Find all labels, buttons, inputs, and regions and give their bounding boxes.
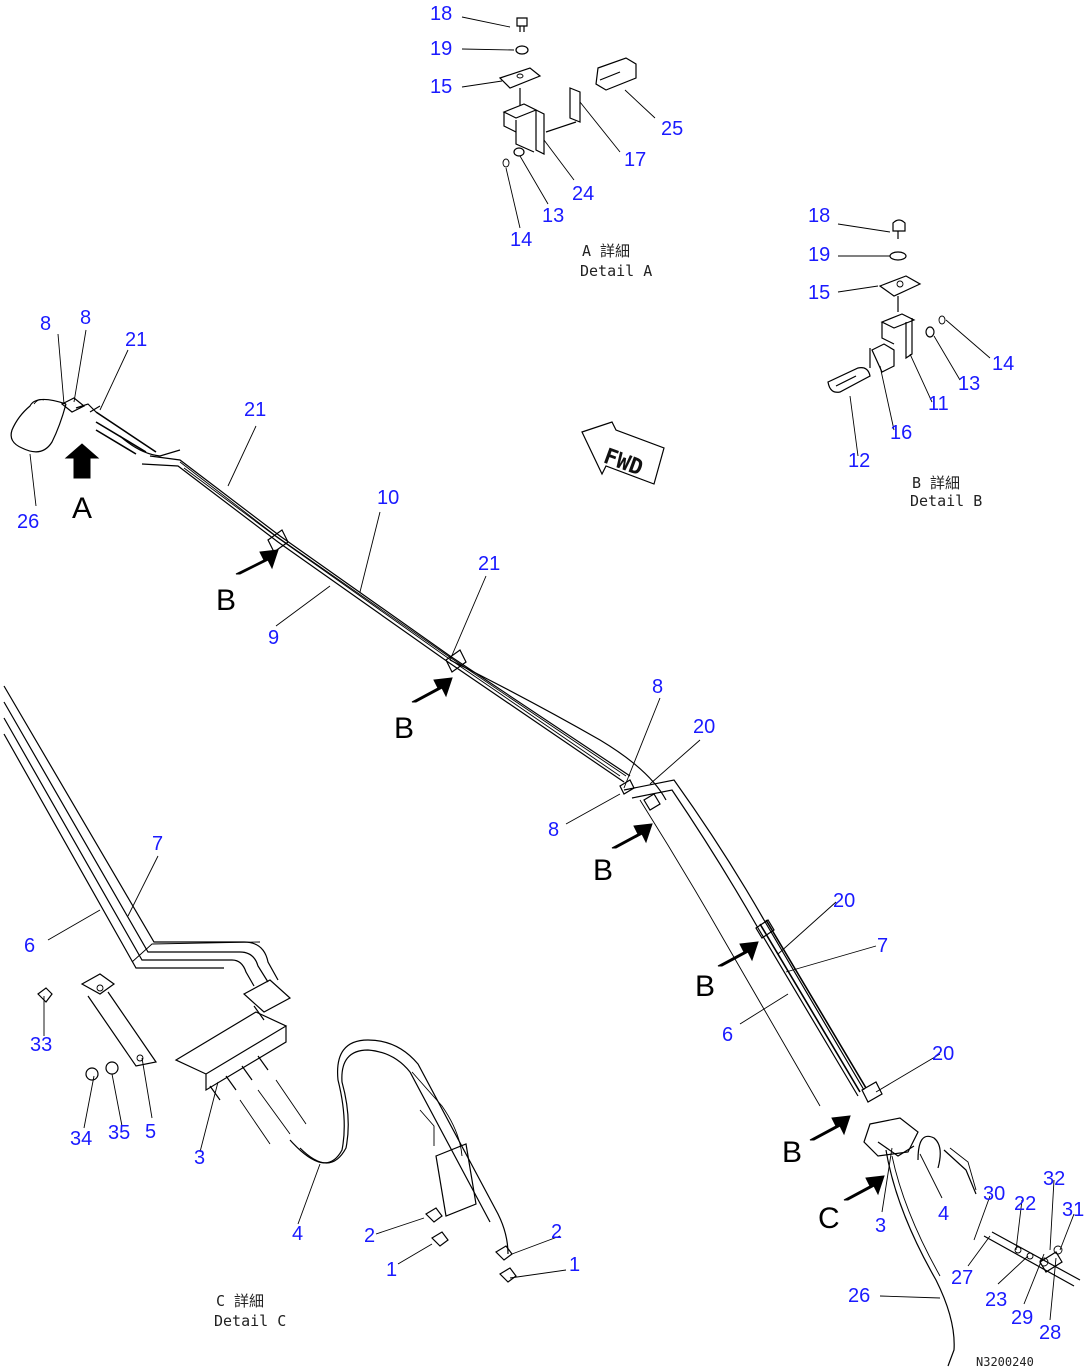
view-label-b: B [216,584,236,617]
callout-18: 18 [430,3,452,25]
callout-3: 3 [194,1147,205,1169]
callout-labels: 18 19 15 25 17 24 13 14 18 19 15 14 13 1… [17,3,1084,1344]
harness-start [10,329,181,507]
detail-c-assembly [3,685,567,1283]
detail-c-caption-en: Detail C [214,1312,286,1330]
callout-19: 19 [430,38,452,60]
detail-b-assembly [827,219,991,457]
view-label-a: A [72,492,92,525]
callout-10: 10 [377,487,399,509]
callout-13: 13 [958,373,980,395]
detail-c-caption-jp: C 詳細 [216,1292,264,1310]
view-label-c: C [818,1202,840,1235]
callout-34: 34 [70,1128,92,1150]
callout-26: 26 [17,511,39,533]
callout-21: 21 [125,329,147,351]
callout-6: 6 [24,935,35,957]
view-label-b: B [593,854,613,887]
callout-12: 12 [848,450,870,472]
fwd-label: FWD [600,444,646,481]
callout-1: 1 [569,1254,580,1276]
callout-35: 35 [108,1122,130,1144]
detail-a-caption-jp: A 詳細 [582,242,630,260]
view-arrow-c [843,1175,885,1201]
callout-22: 22 [1014,1193,1036,1215]
callout-18: 18 [808,205,830,227]
callout-28: 28 [1039,1322,1061,1344]
detail-a-assembly [461,16,656,229]
callout-15: 15 [808,282,830,304]
captions: A 詳細 Detail A B 詳細 Detail B C 詳細 Detail … [214,242,1034,1369]
callout-6: 6 [722,1024,733,1046]
view-label-b: B [695,970,715,1003]
callout-8: 8 [40,313,51,335]
callout-23: 23 [985,1289,1007,1311]
callout-8: 8 [80,307,91,329]
view-arrows [235,549,885,1201]
callout-4: 4 [938,1203,949,1225]
callout-11: 11 [928,393,949,415]
callout-4: 4 [292,1223,303,1245]
callout-14: 14 [992,353,1014,375]
detail-b-caption-jp: B 詳細 [912,474,960,492]
callout-26: 26 [848,1285,870,1307]
view-arrow-b3 [611,823,653,849]
detail-b-caption-en: Detail B [910,492,982,510]
callout-14: 14 [510,229,532,251]
view-arrow-b1 [235,549,279,575]
view-arrow-b5 [809,1115,851,1141]
callout-8: 8 [652,676,663,698]
callout-8: 8 [548,819,559,841]
forward-arrow [581,421,665,485]
view-label-b: B [782,1136,802,1169]
callout-2: 2 [364,1225,375,1247]
callout-30: 30 [983,1183,1005,1205]
callout-16: 16 [890,422,912,444]
harness-main-run [141,425,1081,1367]
view-label-b: B [394,712,414,745]
callout-29: 29 [1011,1307,1033,1329]
callout-24: 24 [572,183,594,205]
callout-5: 5 [145,1121,156,1143]
callout-31: 31 [1062,1199,1084,1221]
callout-21: 21 [478,553,500,575]
callout-9: 9 [268,627,279,649]
callout-15: 15 [430,76,452,98]
drawing-number: N3200240 [976,1355,1034,1369]
callout-7: 7 [877,935,888,957]
view-labels: A B B B B B C [72,492,840,1235]
callout-25: 25 [661,118,683,140]
detail-a-caption-en: Detail A [580,262,652,280]
callout-7: 7 [152,833,163,855]
callout-20: 20 [833,890,855,912]
callout-1: 1 [386,1259,397,1281]
callout-2: 2 [551,1221,562,1243]
callout-21: 21 [244,399,266,421]
callout-17: 17 [624,149,646,171]
callout-19: 19 [808,244,830,266]
callout-13: 13 [542,205,564,227]
callout-3: 3 [875,1215,886,1237]
callout-27: 27 [951,1267,973,1289]
callout-20: 20 [932,1043,954,1065]
view-arrow-b4 [717,941,759,967]
callout-32: 32 [1043,1168,1065,1190]
view-arrow-b2 [411,677,453,703]
callout-33: 33 [30,1034,52,1056]
callout-20: 20 [693,716,715,738]
